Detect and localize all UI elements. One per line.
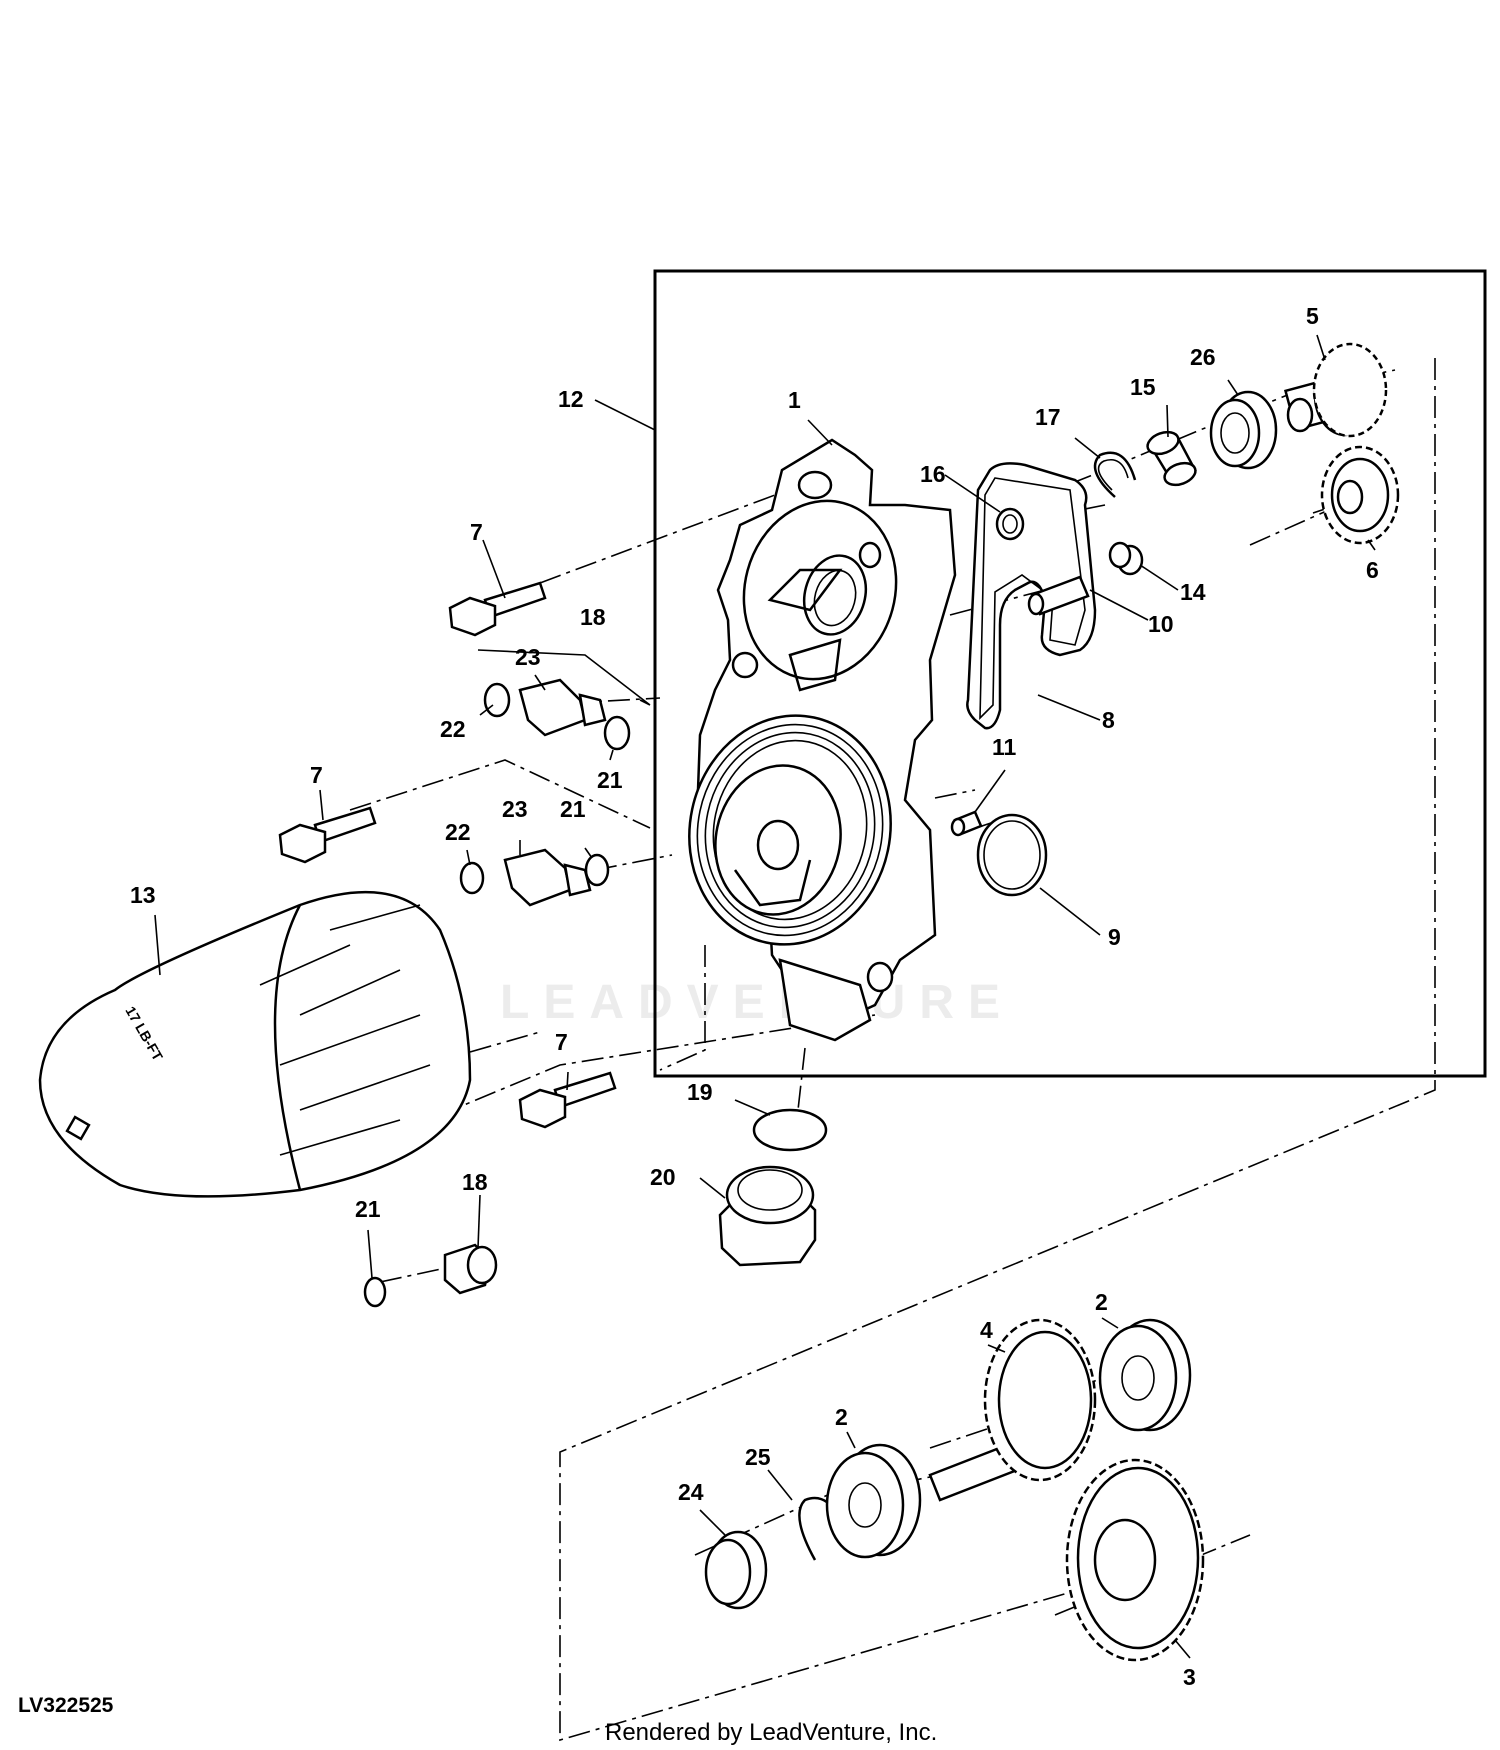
callout-21-upper: 21 xyxy=(597,767,623,793)
watermark: LEADVENTURE xyxy=(500,976,1014,1029)
callout-4: 4 xyxy=(980,1317,993,1343)
callout-26: 26 xyxy=(1190,344,1216,370)
figure-id: LV322525 xyxy=(18,1694,114,1717)
o-ring-16 xyxy=(995,507,1025,541)
callout-13: 13 xyxy=(130,882,156,908)
callout-16: 16 xyxy=(920,461,946,487)
callout-6: 6 xyxy=(1366,557,1379,583)
housing xyxy=(688,438,957,1042)
callout-7-middle: 7 xyxy=(310,762,323,788)
callout-15: 15 xyxy=(1130,374,1156,400)
fitting-23-lower xyxy=(503,848,592,907)
callout-17: 17 xyxy=(1035,404,1061,430)
callout-18-lower: 18 xyxy=(462,1169,488,1195)
callout-21-bottom: 21 xyxy=(355,1196,381,1222)
bolt-7-middle xyxy=(278,806,377,864)
footer-credit: Rendered by LeadVenture, Inc. xyxy=(605,1719,937,1746)
callout-5: 5 xyxy=(1306,303,1319,329)
assembly-frame xyxy=(653,269,1487,1078)
callout-2-right: 2 xyxy=(1095,1289,1108,1315)
bearing-2-right xyxy=(1098,1318,1192,1432)
callout-22-upper: 22 xyxy=(440,716,466,742)
bearing-2-left xyxy=(825,1443,922,1559)
callout-8: 8 xyxy=(1102,707,1115,733)
fitting-23-upper xyxy=(518,678,607,737)
callout-23-lower: 23 xyxy=(502,796,528,822)
gear-5 xyxy=(1283,342,1388,438)
o-ring-9 xyxy=(976,813,1048,897)
bushing-14 xyxy=(1108,541,1144,576)
callout-14: 14 xyxy=(1180,579,1206,605)
callout-2-left: 2 xyxy=(835,1404,848,1430)
o-ring-19 xyxy=(752,1108,828,1152)
gear-shaft-4 xyxy=(928,1318,1097,1502)
pin-10 xyxy=(1027,575,1090,616)
o-ring-22-lower xyxy=(459,861,485,895)
gear-3 xyxy=(1065,1458,1205,1662)
callout-23-upper: 23 xyxy=(515,644,541,670)
callout-22-lower: 22 xyxy=(445,819,471,845)
callout-20: 20 xyxy=(650,1164,676,1190)
gear-group-boundary xyxy=(559,358,1436,1742)
callout-3: 3 xyxy=(1183,1664,1196,1690)
callout-10: 10 xyxy=(1148,611,1174,637)
callout-24: 24 xyxy=(678,1479,704,1505)
callout-21-lower: 21 xyxy=(560,796,586,822)
callout-1: 1 xyxy=(788,387,801,413)
callouts: 1 12 16 17 15 26 5 6 14 10 8 11 9 7 18 2… xyxy=(130,303,1379,1690)
seal-24 xyxy=(704,1530,768,1610)
callout-11: 11 xyxy=(992,734,1017,760)
callout-18-upper: 18 xyxy=(580,604,606,630)
filter-13: 17 LB-FT xyxy=(38,890,472,1198)
o-ring-22-upper xyxy=(483,682,511,718)
leader-lines xyxy=(154,334,1376,1659)
callout-19: 19 xyxy=(687,1079,713,1105)
seal-26 xyxy=(1209,390,1278,470)
pin-11 xyxy=(950,810,983,837)
plug-20 xyxy=(718,1165,817,1267)
bushing-15 xyxy=(1146,430,1197,487)
o-ring-21-upper xyxy=(603,715,631,751)
o-ring-21-lower xyxy=(584,853,610,887)
bolt-7-lower xyxy=(518,1071,617,1129)
gear-6 xyxy=(1320,445,1400,545)
bolt-7-upper xyxy=(448,581,547,637)
callout-7-upper: 7 xyxy=(470,519,483,545)
callout-9: 9 xyxy=(1108,924,1121,950)
callout-12: 12 xyxy=(558,386,584,412)
callout-25: 25 xyxy=(745,1444,771,1470)
o-ring-21-bottom xyxy=(363,1276,387,1308)
plug-18 xyxy=(443,1243,498,1295)
snap-ring-17 xyxy=(1093,451,1137,498)
callout-7-lower: 7 xyxy=(555,1029,568,1055)
